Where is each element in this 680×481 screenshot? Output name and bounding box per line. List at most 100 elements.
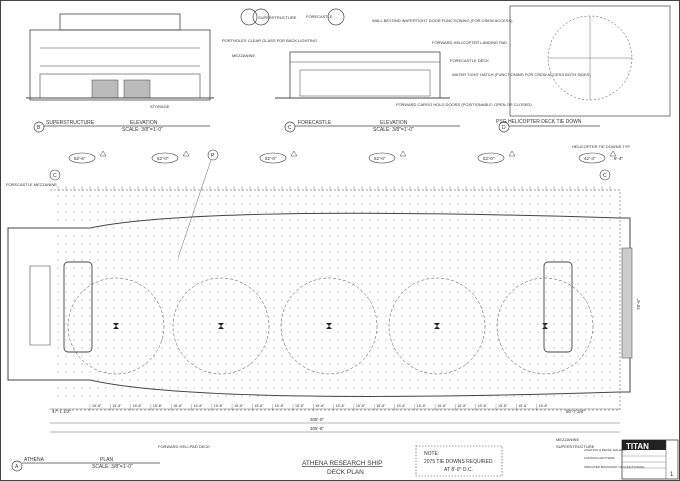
tie-down-dot — [225, 227, 227, 229]
tie-down-dot — [569, 371, 571, 373]
tie-down-dot — [401, 243, 403, 245]
tie-down-dot — [585, 283, 587, 285]
tie-down-dot — [297, 363, 299, 365]
tie-down-dot — [321, 283, 323, 285]
tie-down-dot — [305, 211, 307, 213]
tie-down-dot — [217, 211, 219, 213]
tie-down-dot — [369, 371, 371, 373]
tie-down-dot — [529, 291, 531, 293]
tie-down-dot — [321, 243, 323, 245]
tie-down-dot — [169, 259, 171, 261]
tie-down-dot — [465, 227, 467, 229]
tie-down-dot — [417, 339, 419, 341]
tie-down-dot — [225, 299, 227, 301]
tie-down-dot — [201, 395, 203, 397]
tie-down-dot — [193, 387, 195, 389]
tie-down-dot — [97, 371, 99, 373]
tie-down-dot — [129, 331, 131, 333]
tie-down-dot — [529, 363, 531, 365]
tie-down-dot — [297, 291, 299, 293]
tie-down-dot — [489, 227, 491, 229]
tie-down-dot — [145, 267, 147, 269]
tie-down-dot — [209, 395, 211, 397]
tie-down-dot — [129, 283, 131, 285]
tie-down-dot — [497, 339, 499, 341]
tie-down-dot — [273, 219, 275, 221]
tie-down-dot — [145, 251, 147, 253]
tie-down-dot — [417, 323, 419, 325]
tie-down-dot — [585, 355, 587, 357]
tie-down-dot — [585, 315, 587, 317]
tie-down-dot — [569, 299, 571, 301]
tie-down-dot — [497, 371, 499, 373]
tie-down-dot — [369, 259, 371, 261]
tie-down-dot — [513, 339, 515, 341]
tie-down-dot — [97, 379, 99, 381]
tie-down-dot — [361, 219, 363, 221]
tie-down-dot — [73, 235, 75, 237]
tie-down-dot — [257, 211, 259, 213]
tie-down-dot — [585, 259, 587, 261]
tie-down-dot — [601, 211, 603, 213]
tie-down-dot — [249, 203, 251, 205]
tie-down-dot — [369, 251, 371, 253]
tie-down-dot — [497, 275, 499, 277]
tie-down-dot — [321, 275, 323, 277]
tie-down-dot — [185, 243, 187, 245]
tie-down-dot — [329, 203, 331, 205]
tie-down-dot — [441, 331, 443, 333]
tie-down-dot — [233, 243, 235, 245]
tie-down-dot — [489, 331, 491, 333]
tie-down-dot — [241, 347, 243, 349]
tie-down-dot — [441, 315, 443, 317]
tie-down-dot — [281, 195, 283, 197]
tie-down-dot — [441, 363, 443, 365]
tie-down-dot — [153, 243, 155, 245]
spacing-label: 15'-8" — [315, 404, 325, 408]
tie-down-dot — [449, 219, 451, 221]
tie-down-dot — [513, 267, 515, 269]
tie-down-dot — [345, 235, 347, 237]
tie-down-dot — [201, 339, 203, 341]
tie-down-dot — [425, 395, 427, 397]
tie-down-dot — [57, 259, 59, 261]
tie-down-dot — [217, 283, 219, 285]
tie-down-dot — [481, 267, 483, 269]
dimension-cloud: 52'-0" — [368, 150, 407, 164]
tie-down-dot — [297, 243, 299, 245]
tie-down-dot — [489, 307, 491, 309]
svg-text:A: A — [15, 464, 19, 470]
tie-down-dot — [265, 323, 267, 325]
tie-down-dot — [409, 395, 411, 397]
tie-down-dot — [329, 379, 331, 381]
tie-down-dot — [417, 211, 419, 213]
tie-down-dot — [529, 283, 531, 285]
tie-down-dot — [337, 243, 339, 245]
tie-down-dot — [425, 363, 427, 365]
tie-down-dot — [401, 203, 403, 205]
tie-down-dot — [297, 275, 299, 277]
tie-down-dot — [297, 283, 299, 285]
tie-down-dot — [329, 355, 331, 357]
tie-down-dot — [609, 291, 611, 293]
tie-down-dot — [233, 347, 235, 349]
tie-down-dot — [321, 211, 323, 213]
tie-down-dot — [145, 291, 147, 293]
svg-text:NOTE:: NOTE: — [424, 451, 439, 457]
tie-down-dot — [393, 251, 395, 253]
tie-down-dot — [609, 355, 611, 357]
dimension-cloud-label: 52'-0" — [265, 156, 277, 161]
tie-down-dot — [561, 267, 563, 269]
tie-down-dot — [409, 379, 411, 381]
callout-hatch: WATER TIGHT HATCH (FUNCTIONING FOR CREW … — [452, 72, 591, 77]
tie-down-dot — [601, 259, 603, 261]
tie-down-dot — [105, 307, 107, 309]
tie-down-dot — [129, 363, 131, 365]
tie-down-dot — [113, 387, 115, 389]
tie-down-dot — [561, 219, 563, 221]
tie-down-dot — [145, 211, 147, 213]
tie-down-dot — [105, 267, 107, 269]
tie-down-dot — [65, 387, 67, 389]
tie-down-dot — [129, 299, 131, 301]
tie-down-dot — [601, 203, 603, 205]
